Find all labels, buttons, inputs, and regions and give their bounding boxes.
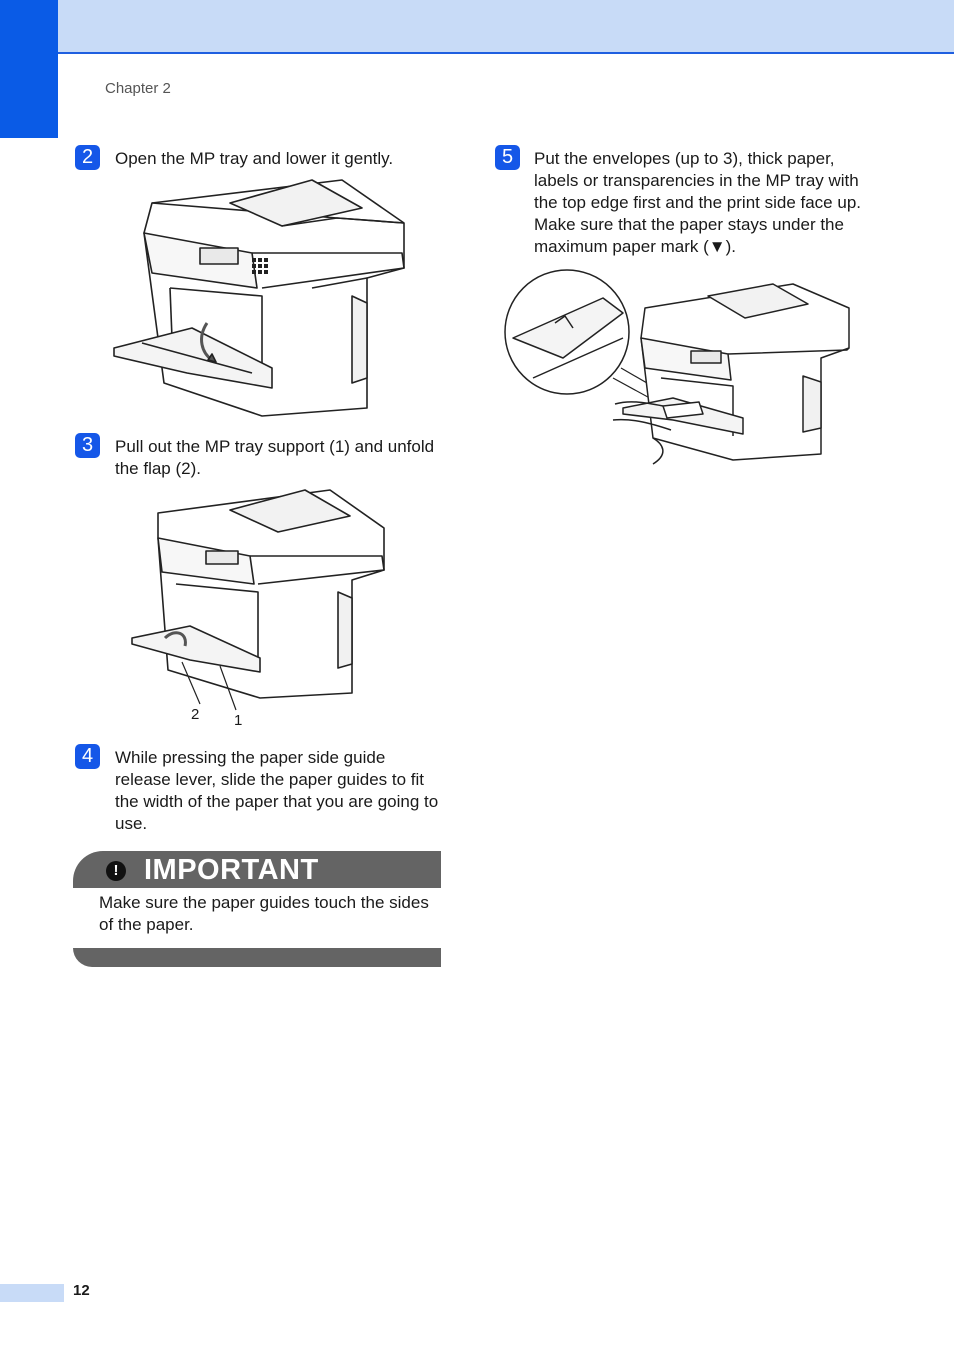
step-2-text: Open the MP tray and lower it gently.: [115, 149, 394, 168]
important-header: ! IMPORTANT: [73, 851, 441, 888]
printer-open-mp-tray-illustration: [113, 179, 405, 417]
important-title: IMPORTANT: [144, 854, 319, 886]
callout-label-flap: 2: [191, 706, 200, 723]
important-notice: ! IMPORTANT Make sure the paper guides t…: [73, 851, 441, 967]
printer-tray-support-illustration: [131, 489, 385, 711]
chapter-label: Chapter 2: [105, 80, 171, 97]
step-number-3: 3: [75, 433, 100, 458]
header-band: [58, 0, 954, 54]
important-footer-bar: [73, 948, 441, 967]
step-number-2: 2: [75, 145, 100, 170]
important-text: Make sure the paper guides touch the sid…: [99, 893, 429, 934]
printer-load-envelopes-illustration: [504, 269, 850, 465]
step-3-text: Pull out the MP tray support (1) and unf…: [115, 437, 435, 478]
step-number-5: 5: [495, 145, 520, 170]
callout-label-support: 1: [234, 712, 243, 729]
page-number: 12: [73, 1282, 90, 1299]
step-5-text: Put the envelopes (up to 3), thick paper…: [534, 149, 861, 256]
step-4-text: While pressing the paper side guide rele…: [115, 748, 439, 833]
footer-band: [0, 1284, 64, 1302]
exclamation-icon: !: [106, 861, 126, 881]
step-number-4: 4: [75, 744, 100, 769]
chapter-tab: [0, 0, 58, 138]
